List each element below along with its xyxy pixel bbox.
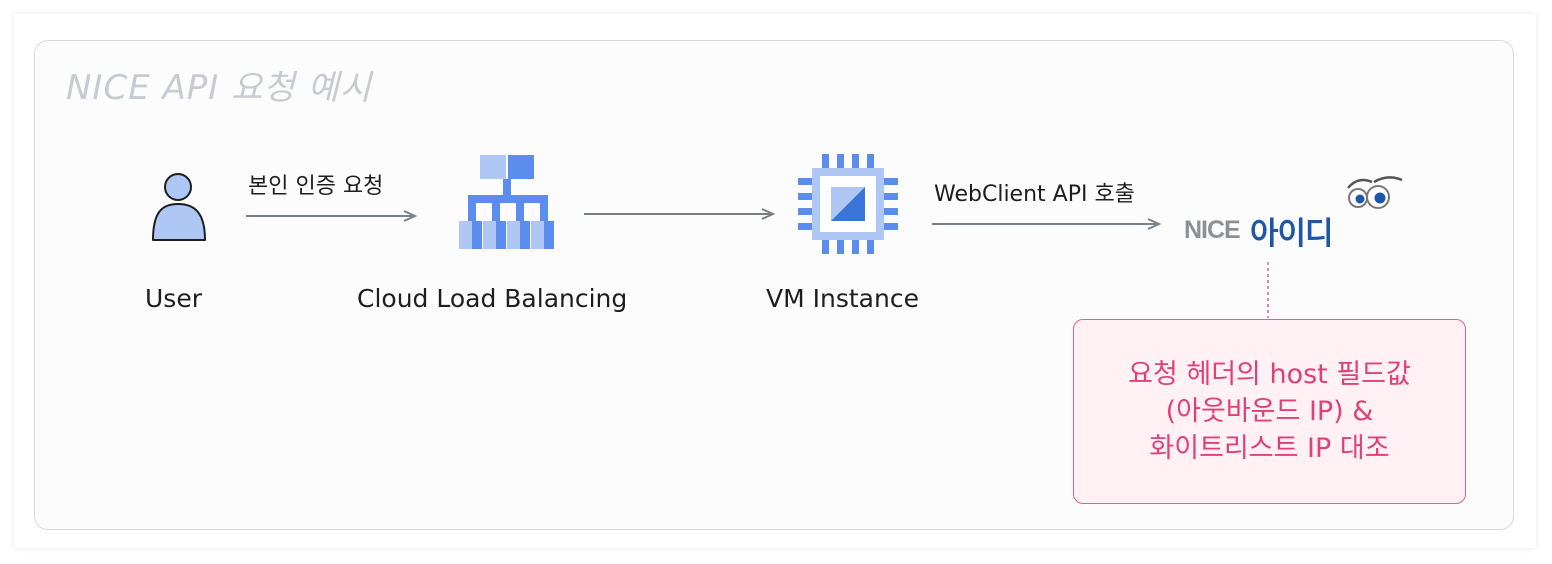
arrow-user-to-lb [246, 210, 418, 222]
edge-label-auth-request: 본인 인증 요청 [248, 174, 384, 199]
vm-instance-chip-icon [798, 154, 898, 254]
nice-logo-korean: 아이디 [1250, 216, 1334, 252]
load-balancer-label: Cloud Load Balancing [357, 284, 628, 313]
nice-eyes-icon [1347, 176, 1403, 209]
note-line-3: 화이트리스트 IP 대조 [1149, 433, 1390, 464]
edge-label-webclient-call: WebClient API 호출 [934, 182, 1135, 207]
note-line-1: 요청 헤더의 host 필드값 [1128, 359, 1411, 390]
nice-id-logo: NICE 아이디 [1184, 174, 1404, 254]
vm-instance-label: VM Instance [766, 284, 919, 313]
load-balancer-icon [459, 155, 554, 249]
diagram-title: NICE API 요청 예시 [66, 68, 373, 108]
arrow-vm-to-nice [932, 218, 1162, 230]
note-connector [1267, 262, 1269, 318]
arrow-lb-to-vm [584, 208, 776, 220]
whitelist-note: 요청 헤더의 host 필드값 (아웃바운드 IP) & 화이트리스트 IP 대… [1073, 319, 1466, 504]
user-label: User [145, 284, 202, 313]
nice-logo-text: NICE [1184, 216, 1241, 244]
note-line-2: (아웃바운드 IP) & [1165, 396, 1374, 427]
user-icon [152, 173, 206, 241]
